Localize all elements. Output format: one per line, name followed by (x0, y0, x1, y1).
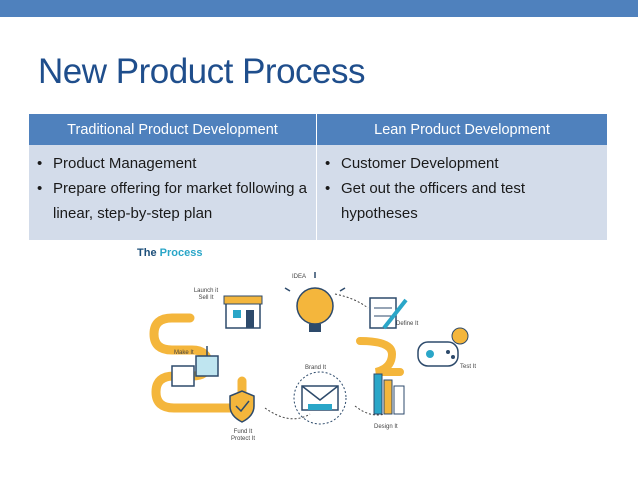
header-lean: Lean Product Development (316, 114, 607, 145)
label-design: Design It (374, 424, 398, 430)
lean-list: Customer Development Get out the officer… (323, 151, 601, 226)
traditional-list: Product Management Prepare offering for … (35, 151, 310, 226)
top-accent-bar (0, 0, 638, 17)
label-brand: Brand It (305, 365, 327, 371)
lightbulb-icon (284, 272, 346, 332)
boxes-icon (171, 346, 219, 387)
process-title-main: Process (159, 247, 203, 259)
process-title: The Process (137, 247, 202, 259)
pencil-paper-icon (369, 297, 408, 330)
dashed-connector (264, 407, 311, 420)
list-item: Customer Development (323, 151, 601, 176)
label-launch: Launch it Sell It (193, 288, 219, 301)
list-item: Get out the officers and test hypotheses (323, 176, 601, 226)
list-item: Product Management (35, 151, 310, 176)
process-illustration: The Process (130, 246, 485, 456)
dashed-connector (334, 293, 369, 309)
store-icon (223, 295, 263, 329)
gamepad-icon (417, 327, 469, 367)
comparison-table: Traditional Product Development Lean Pro… (29, 114, 607, 240)
label-fund: Fund It Protect It (230, 429, 255, 442)
process-title-prefix: The (137, 247, 160, 259)
table-header-row: Traditional Product Development Lean Pro… (29, 114, 607, 145)
process-path-right (356, 337, 404, 376)
shield-icon (229, 390, 255, 423)
table-row: Product Management Prepare offering for … (29, 145, 607, 240)
label-define: Define It (396, 321, 419, 327)
label-make: Make It (174, 350, 194, 356)
design-tools-icon (373, 373, 405, 415)
process-path-graphic (149, 272, 469, 425)
envelope-icon (293, 371, 347, 425)
slide-title: New Product Process (38, 52, 366, 91)
label-idea: IDEA (292, 274, 307, 280)
header-traditional: Traditional Product Development (29, 114, 317, 145)
lean-cell: Customer Development Get out the officer… (316, 145, 607, 240)
label-test: Test It (460, 364, 477, 370)
traditional-cell: Product Management Prepare offering for … (29, 145, 317, 240)
list-item: Prepare offering for market following a … (35, 176, 310, 226)
dashed-connector (354, 405, 386, 416)
